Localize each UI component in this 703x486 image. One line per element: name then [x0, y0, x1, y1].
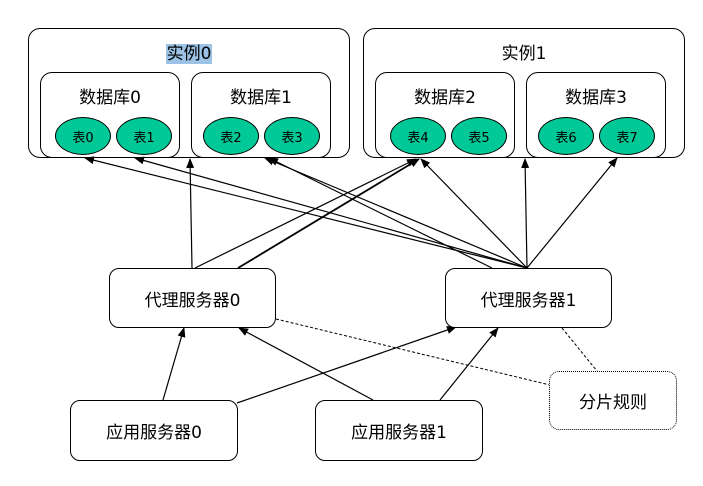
- sharding-rule: 分片规则: [549, 371, 677, 430]
- edge-app1-proxy0: [238, 327, 374, 401]
- edge-proxy0-db1: [186, 158, 195, 269]
- edge-proxy1-table1: [134, 156, 528, 269]
- edge-proxy1-db3: [521, 158, 530, 269]
- edge-proxy1-table3-a: [264, 157, 528, 269]
- database-3-label: 数据库3: [565, 88, 627, 108]
- edge-proxy0-table4-a: [194, 158, 417, 269]
- table-0: 表0: [55, 117, 111, 155]
- database-2-label: 数据库2: [414, 88, 476, 108]
- instance-0-label: 实例0: [165, 44, 213, 64]
- edge-proxy1-table3-b: [268, 157, 493, 269]
- table-6: 表6: [538, 117, 594, 155]
- table-7: 表7: [599, 117, 655, 155]
- table-2: 表2: [203, 117, 259, 155]
- proxy-server-0: 代理服务器0: [109, 268, 276, 328]
- edge-proxy1-table4: [420, 158, 528, 269]
- database-1-label: 数据库1: [230, 88, 292, 108]
- instance-1-label: 实例1: [501, 44, 547, 64]
- table-3: 表3: [264, 117, 320, 155]
- edge-proxy0-sharding: [275, 318, 551, 386]
- database-0-label: 数据库0: [79, 88, 141, 108]
- edge-app0-proxy0: [162, 327, 186, 401]
- edge-app1-proxy1-visible: [439, 327, 499, 401]
- edge-proxy0-table4-b: [237, 158, 420, 269]
- edge-proxy1-table7: [526, 157, 618, 269]
- proxy-server-1: 代理服务器1: [445, 268, 612, 328]
- app-server-1: 应用服务器1: [315, 400, 483, 461]
- table-4: 表4: [390, 117, 446, 155]
- table-5: 表5: [451, 117, 507, 155]
- table-1: 表1: [116, 117, 172, 155]
- edge-proxy1-sharding: [561, 327, 598, 372]
- edge-app0-proxy1: [236, 326, 457, 404]
- app-server-0: 应用服务器0: [70, 400, 238, 461]
- edge-proxy1-table0: [84, 156, 528, 269]
